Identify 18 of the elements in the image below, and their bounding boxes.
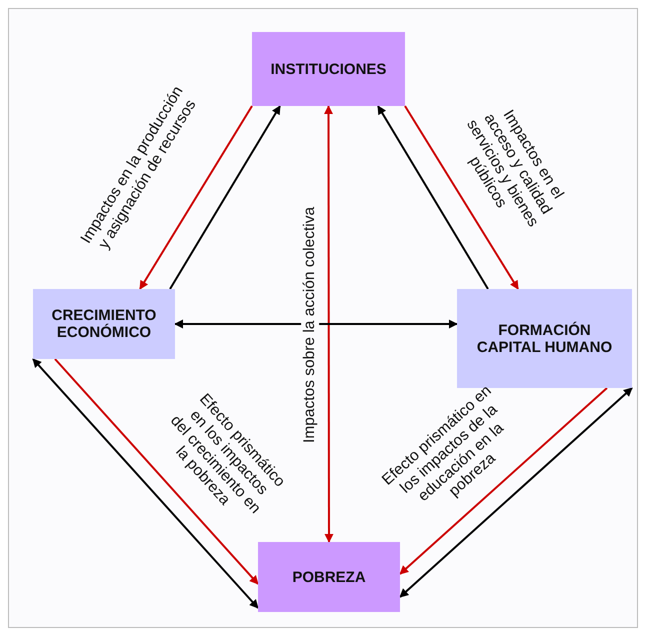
arrow (399, 387, 633, 598)
arrow (54, 358, 259, 585)
node-label: INSTITUCIONES (270, 60, 386, 78)
arrow (324, 105, 334, 543)
concept-box (252, 32, 405, 106)
node-label: CRECIMIENTO ECONÓMICO (50, 307, 158, 341)
node-label: FORMACIÓN CAPITAL HUMANO (476, 322, 614, 356)
node-label: POBREZA (292, 568, 366, 586)
concept-box (258, 542, 400, 612)
arrow (32, 358, 259, 609)
arrow (169, 105, 281, 290)
arrow (174, 320, 458, 329)
arrow (399, 387, 608, 575)
concept-box (33, 289, 175, 359)
concept-box (457, 289, 632, 388)
arrow (377, 105, 489, 290)
arrow (404, 105, 519, 290)
arrow (139, 105, 253, 290)
